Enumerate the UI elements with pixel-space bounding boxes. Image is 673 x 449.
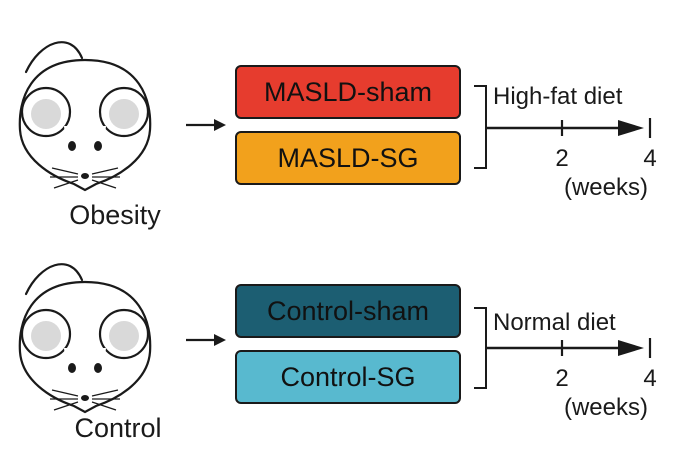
bracket <box>474 85 487 169</box>
diet-label-normal: Normal diet <box>493 309 616 336</box>
timeline-unit: (weeks) <box>564 174 648 201</box>
tick-label-4: 4 <box>643 145 656 172</box>
tick-label-2: 2 <box>555 145 568 172</box>
arrow-icon <box>186 334 226 346</box>
masld-sham-box <box>235 65 461 119</box>
mouse-icon <box>18 263 152 414</box>
masld-sham-label: MASLD-sham <box>264 77 432 107</box>
control-sg-box <box>235 350 461 404</box>
arrow-icon <box>186 119 226 131</box>
mouse-icon <box>18 41 152 192</box>
tick-label-4: 4 <box>643 365 656 392</box>
animal-label-control: Control <box>74 413 161 443</box>
timeline-axis <box>486 338 652 358</box>
control-group: Control Control-sham Control-SG Normal d… <box>18 263 657 443</box>
masld-sg-box <box>235 131 461 185</box>
tick-label-2: 2 <box>555 365 568 392</box>
masld-sg-label: MASLD-SG <box>277 143 418 173</box>
timeline-unit: (weeks) <box>564 394 648 421</box>
control-sg-label: Control-SG <box>280 362 415 392</box>
timeline-axis <box>486 118 652 138</box>
control-sham-label: Control-sham <box>267 296 429 326</box>
control-sham-box <box>235 284 461 338</box>
obesity-group: Obesity MASLD-sham MASLD-SG High-fat die… <box>18 41 657 230</box>
bracket <box>474 307 487 389</box>
diet-label-high-fat: High-fat diet <box>493 83 623 110</box>
animal-label-obesity: Obesity <box>69 200 161 230</box>
